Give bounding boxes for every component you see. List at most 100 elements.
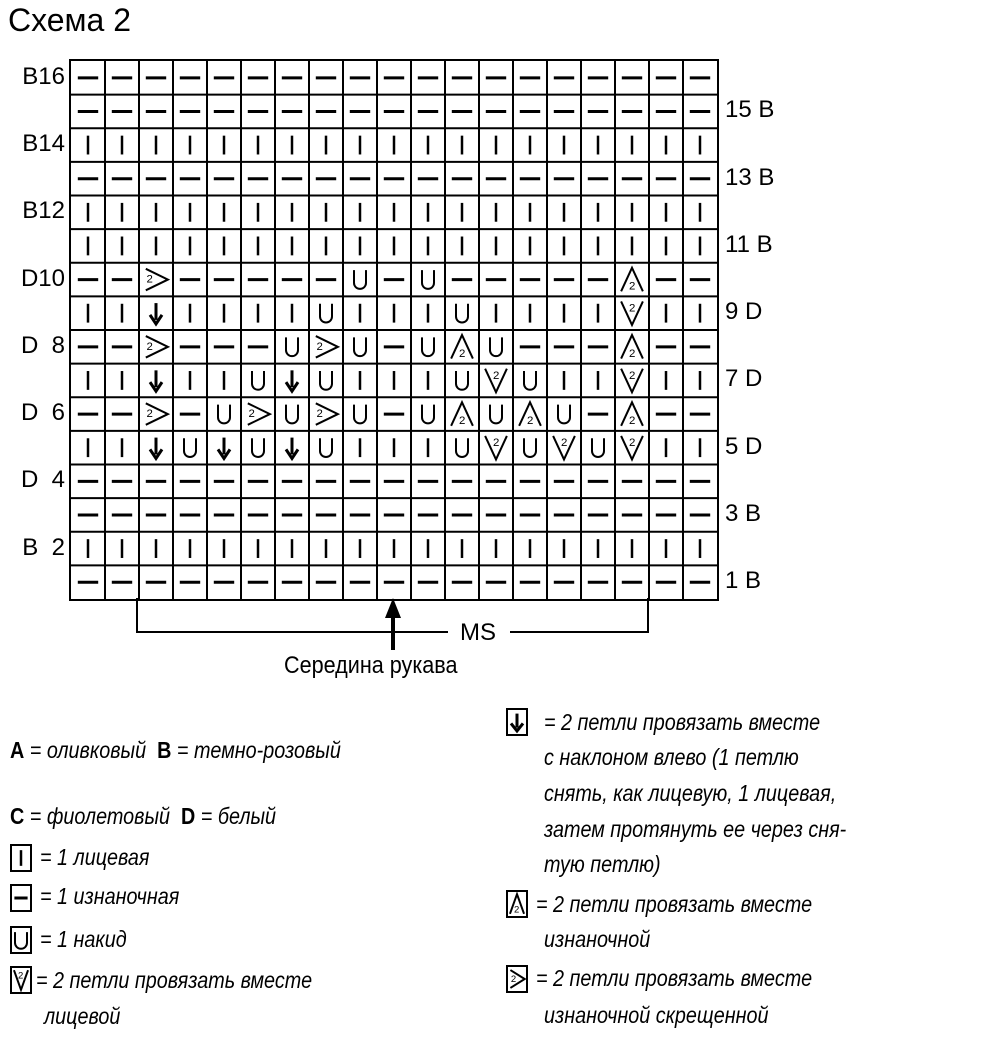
cell-ssk-arrow xyxy=(284,370,300,394)
row-label-right: 9 D xyxy=(725,298,763,326)
cell-p2tog: 2 xyxy=(518,399,542,427)
svg-text:2: 2 xyxy=(146,408,152,420)
svg-text:2: 2 xyxy=(493,437,499,449)
cell-yarn-over xyxy=(557,404,571,425)
ssk-symbol-icon xyxy=(506,708,528,736)
bracket-line xyxy=(136,598,649,633)
cell-yarn-over xyxy=(421,337,435,358)
row-label-right: 3 B xyxy=(725,499,762,527)
cell-p2tog: 2 xyxy=(450,332,474,360)
cell-k2tog: 2 xyxy=(620,368,644,395)
cell-p2tog-tbl: 2 xyxy=(145,402,171,426)
row-label-right: 5 D xyxy=(725,432,763,460)
center-label: Середина рукава xyxy=(284,652,458,679)
cell-k2tog: 2 xyxy=(484,368,508,395)
cell-yarn-over xyxy=(489,337,503,358)
svg-text:2: 2 xyxy=(629,303,635,315)
legend-p2tog-1: = 2 петли провязать вместе xyxy=(536,891,813,917)
legend-ssk-4: затем протянуть ее через сня- xyxy=(544,816,847,842)
svg-text:2: 2 xyxy=(511,974,516,985)
legend-symbol-glyph xyxy=(509,713,525,734)
cell-yarn-over xyxy=(319,371,333,391)
svg-text:2: 2 xyxy=(629,370,635,382)
legend-p2tog-2: изнаночной xyxy=(544,926,651,952)
cell-yarn-over xyxy=(455,438,469,459)
legend-purl: = 1 изнаночная xyxy=(40,883,180,909)
cell-yarn-over xyxy=(489,404,503,425)
row-label-left: B14 xyxy=(22,130,65,158)
row-label-left: B16 xyxy=(22,62,65,90)
cell-yarn-over xyxy=(217,404,231,425)
row-label-left: B 2 xyxy=(22,533,65,561)
cell-yarn-over xyxy=(455,303,469,324)
cell-ssk-arrow xyxy=(216,437,232,462)
row-label-right: 11 B xyxy=(725,230,773,258)
row-label-left: D10 xyxy=(20,264,65,292)
svg-text:2: 2 xyxy=(514,904,519,915)
cell-ssk-arrow xyxy=(284,437,300,462)
cell-yarn-over xyxy=(285,337,299,358)
legend-symbol-glyph: 2 xyxy=(509,892,525,915)
cell-yarn-over xyxy=(523,438,537,459)
legend-symbol-glyph: 2 xyxy=(13,969,29,993)
legend-symbol-glyph xyxy=(14,896,28,900)
legend-yo: = 1 накид xyxy=(40,926,127,952)
row-label-left: B12 xyxy=(22,197,65,225)
cell-ssk-arrow xyxy=(148,370,164,394)
k2tog-symbol-icon: 2 xyxy=(10,966,32,994)
yarn-over-symbol-icon xyxy=(10,926,32,954)
legend-ssk-5: тую петлю) xyxy=(544,851,661,877)
svg-text:2: 2 xyxy=(248,408,254,420)
cell-p2tog: 2 xyxy=(620,265,644,293)
legend-k2tog-2: лицевой xyxy=(44,1003,121,1029)
svg-text:2: 2 xyxy=(146,274,152,286)
chart-title: Схема 2 xyxy=(8,2,132,38)
row-label-right: 7 D xyxy=(725,365,763,393)
cell-yarn-over xyxy=(523,371,537,391)
cell-p2tog: 2 xyxy=(620,399,644,427)
legend-knit: = 1 лицевая xyxy=(40,844,150,870)
row-label-left: D 8 xyxy=(20,331,65,359)
legend-symbol-glyph xyxy=(14,932,28,950)
cell-yarn-over xyxy=(251,371,265,391)
cell-k2tog: 2 xyxy=(620,435,644,462)
svg-text:2: 2 xyxy=(629,281,635,293)
cell-yarn-over xyxy=(319,438,333,459)
legend-symbol-glyph: 2 xyxy=(509,969,527,989)
cell-yarn-over xyxy=(455,371,469,391)
cell-p2tog: 2 xyxy=(450,399,474,427)
cell-k2tog: 2 xyxy=(552,435,576,462)
cell-yarn-over xyxy=(353,270,367,290)
cell-yarn-over xyxy=(591,438,605,459)
legend-p2tog-tbl-2: изнаночной скрещенной xyxy=(544,1002,769,1028)
cell-k2tog: 2 xyxy=(620,300,644,328)
legend-ssk-2: с наклоном влево (1 петлю xyxy=(544,744,799,770)
svg-text:2: 2 xyxy=(629,415,635,427)
cell-p2tog-tbl: 2 xyxy=(145,335,171,359)
cell-yarn-over xyxy=(183,438,197,459)
cell-yarn-over xyxy=(421,404,435,425)
cell-yarn-over xyxy=(353,337,367,358)
legend-symbol-glyph xyxy=(19,850,23,866)
legend-colors-1: A = оливковый B = темно-розовый xyxy=(10,737,341,763)
cell-yarn-over xyxy=(319,303,333,324)
svg-text:2: 2 xyxy=(146,341,152,353)
cell-ssk-arrow xyxy=(148,437,164,462)
legend-ssk-3: снять, как лицевую, 1 лицевая, xyxy=(544,780,837,806)
cell-yarn-over xyxy=(285,404,299,425)
row-label-left: D 4 xyxy=(20,466,65,494)
cell-ssk-arrow xyxy=(148,303,164,327)
repeat-label: MS xyxy=(460,619,496,646)
cell-p2tog-tbl: 2 xyxy=(315,335,341,359)
legend-k2tog-1: = 2 петли провязать вместе xyxy=(36,967,313,993)
cell-p2tog-tbl: 2 xyxy=(145,267,171,292)
cell-k2tog: 2 xyxy=(484,435,508,462)
legend-ssk-1: = 2 петли провязать вместе xyxy=(544,709,821,735)
cell-yarn-over xyxy=(353,404,367,425)
svg-text:2: 2 xyxy=(459,415,465,427)
row-label-left: D 6 xyxy=(20,399,65,427)
row-label-right: 13 B xyxy=(725,163,775,191)
row-label-right: 15 B xyxy=(725,96,775,124)
